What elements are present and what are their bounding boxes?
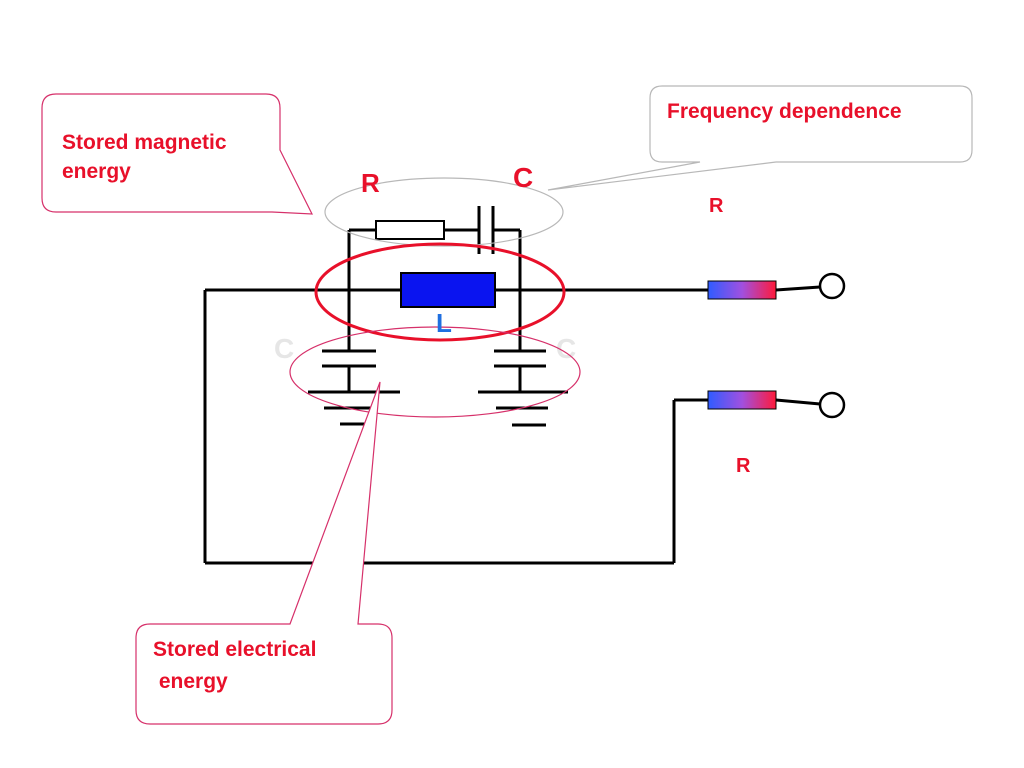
terminal-r-top-label: R: [709, 195, 724, 217]
callout-electrical-energy: Stored electrical energy: [135, 381, 393, 725]
series-r-label: R: [361, 168, 380, 198]
callout-electrical-line1: Stored electrical: [153, 638, 316, 661]
series-c-label: C: [513, 162, 533, 193]
shunt-c-left-label: C: [274, 333, 294, 364]
terminal-resistor-top: [707, 280, 777, 300]
inductor-label: L: [436, 308, 452, 338]
callout-magnetic-line2: energy: [62, 160, 131, 183]
callout-frequency-dependence: Frequency dependence: [547, 85, 973, 191]
shunt-capacitor-left: [308, 349, 400, 426]
series-resistor: [375, 220, 445, 240]
callout-magnetic-energy: Stored magnetic energy: [41, 93, 313, 215]
inductor-block: [400, 272, 496, 308]
inductor-highlight-ellipse: [314, 242, 566, 342]
capacitance-highlight-ellipse: [289, 326, 581, 418]
rc-highlight-ellipse: [324, 177, 564, 247]
callout-magnetic-line1: Stored magnetic: [62, 131, 227, 154]
callout-frequency-text: Frequency dependence: [667, 100, 902, 123]
terminal-top: [818, 272, 846, 300]
callout-electrical-line2: energy: [153, 670, 228, 693]
terminal-bottom: [818, 391, 846, 419]
terminal-r-bottom-label: R: [736, 455, 751, 477]
terminal-resistor-bottom: [707, 390, 777, 410]
